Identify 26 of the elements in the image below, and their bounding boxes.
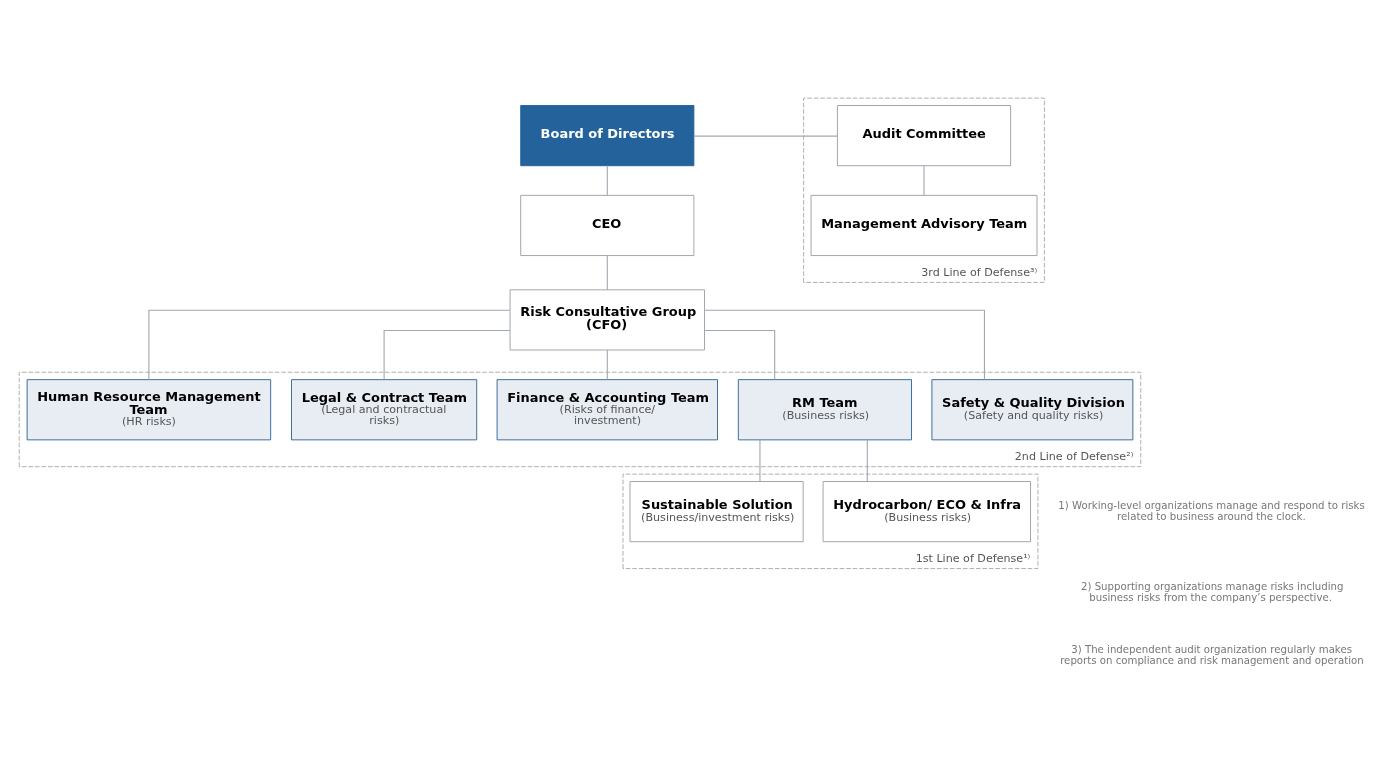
label: 1) Working-level organizations manage and respond to risks related to business around the clock. (1058, 499, 1365, 522)
connector (383, 329, 511, 380)
connector (693, 135, 838, 137)
connector (866, 439, 868, 482)
connector (606, 254, 608, 290)
node-box: Human Resource Management Team (HR risks) (26, 378, 272, 440)
connector (704, 309, 985, 380)
label: 3) The independent audit organization regularly makes reports on compliance and risk management and operation (1060, 643, 1364, 666)
label: 2) Supporting organizations manage risks including business risks from the company’s perspective. (1081, 580, 1344, 603)
node-box: Board of Directors (520, 104, 695, 166)
node-box: Hydrocarbon/ ECO & Infra (Business risks) (822, 480, 1031, 542)
node-box: Sustainable Solution (Business/investment risks) (629, 480, 804, 542)
connector (148, 309, 511, 380)
node-box: Audit Committee (836, 104, 1012, 166)
connector (606, 349, 608, 380)
connector (759, 439, 761, 482)
connector (606, 164, 608, 196)
node-box: Risk Consultative Group (CFO) (509, 288, 705, 350)
node-box: Safety & Quality Division (Safety and quality risks) (931, 378, 1134, 440)
node-box: Finance & Accounting Team (Risks of finance/ investment) (496, 378, 718, 440)
node-box: CEO (520, 194, 695, 256)
node-box: RM Team (Business risks) (737, 378, 912, 440)
connector (704, 329, 776, 380)
node-box: Management Advisory Team (810, 194, 1038, 256)
connector (923, 164, 925, 196)
node-box: Legal & Contract Team (Legal and contractual risks) (291, 378, 478, 440)
